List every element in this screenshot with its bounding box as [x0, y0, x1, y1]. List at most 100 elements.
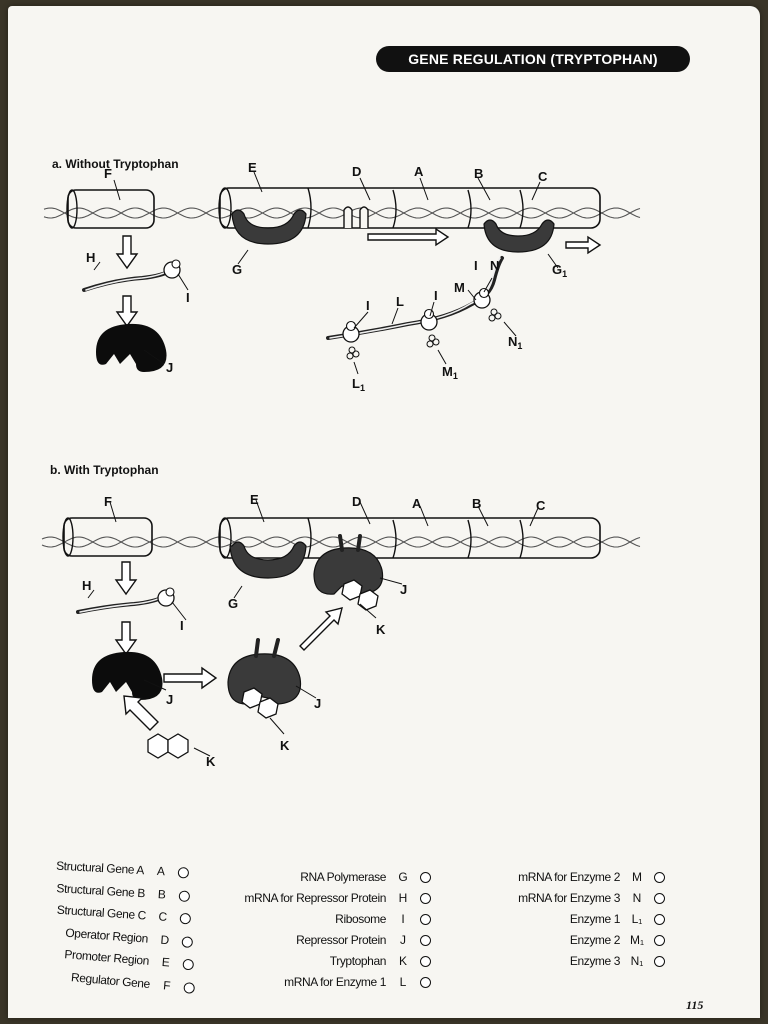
page-number: 115	[686, 998, 704, 1012]
legend-row: Ribosome I	[226, 912, 431, 926]
gene-regulation-diagram: a. Without Tryptophan	[41, 157, 641, 769]
label-h-b: H	[82, 578, 91, 593]
answer-bubble[interactable]	[420, 913, 431, 925]
label-m: M	[454, 280, 465, 295]
legend-row: Enzyme 1 L₁	[478, 912, 665, 926]
dna-strand-a	[43, 207, 641, 219]
legend-code: M₁	[629, 933, 645, 947]
legend-row: mRNA for Enzyme 1 L	[226, 975, 431, 989]
label-n: N	[490, 258, 499, 273]
enzyme-chain-n1	[488, 308, 502, 322]
transcription-arrow-f-b	[114, 561, 138, 596]
answer-bubble[interactable]	[654, 871, 665, 883]
answer-bubble[interactable]	[420, 934, 431, 946]
binding-arrow	[163, 666, 218, 690]
answer-bubble[interactable]	[178, 889, 191, 902]
section-a-title: a. Without Tryptophan	[52, 157, 179, 171]
enzyme-chain-l1	[346, 346, 360, 360]
label-k-b2: K	[280, 738, 290, 753]
regulator-gene-cylinder	[66, 189, 155, 229]
tryptophan-arrow	[123, 695, 159, 731]
legend-code: E	[161, 954, 171, 970]
repressor-active-bound	[313, 534, 384, 611]
answer-bubble[interactable]	[654, 892, 665, 904]
legend-code: G	[398, 870, 408, 884]
label-f-a: F	[104, 166, 112, 181]
legend-name: RNA Polymerase	[300, 870, 386, 884]
legend-code: I	[401, 912, 405, 926]
legend-name: Enzyme 3	[569, 954, 621, 968]
legend-code: F	[162, 977, 172, 993]
ribosome-m	[420, 308, 438, 331]
label-l: L	[396, 294, 404, 309]
answer-bubble[interactable]	[654, 934, 665, 946]
legend-row: Enzyme 2 M₁	[478, 933, 665, 947]
label-c-b: C	[536, 498, 546, 513]
label-j-b3: J	[314, 696, 321, 711]
ribosome-i-b	[157, 587, 175, 607]
label-i-b: I	[180, 618, 184, 633]
answer-bubble[interactable]	[420, 976, 431, 988]
legend-row: Enzyme 3 N₁	[478, 954, 665, 968]
answer-bubble[interactable]	[179, 912, 192, 925]
legend-code: A	[156, 863, 166, 879]
legend-name: mRNA for Enzyme 1	[284, 975, 386, 989]
label-a-b: A	[412, 496, 422, 511]
label-i-a: I	[186, 290, 190, 305]
enzyme-chain-m1	[426, 334, 440, 348]
operator-notch	[343, 206, 369, 228]
label-g1: G1	[552, 262, 567, 279]
translation-arrow-a	[115, 295, 139, 328]
operator-binding-arrow	[299, 607, 343, 651]
label-b-b: B	[472, 496, 481, 511]
label-h-a: H	[86, 250, 95, 265]
label-k-b1: K	[376, 622, 386, 637]
legend-code: C	[158, 909, 169, 924]
label-j-a: J	[166, 360, 173, 375]
label-g-b: G	[228, 596, 238, 611]
label-d-a: D	[352, 164, 361, 179]
legend-name: Ribosome	[335, 912, 386, 926]
label-a-a: A	[414, 164, 424, 179]
label-b-a: B	[474, 166, 483, 181]
legend-name: mRNA for Repressor Protein	[244, 891, 386, 905]
ribosome-i-a	[163, 259, 181, 279]
transcription-arrow-2	[565, 235, 602, 255]
page-title: GENE REGULATION (TRYPTOPHAN)	[376, 46, 690, 72]
answer-bubble[interactable]	[182, 958, 195, 970]
legend-code: D	[159, 932, 170, 947]
repressor-protein-inactive-a	[96, 323, 167, 372]
label-e-b: E	[250, 492, 259, 507]
label-i-m: I	[434, 288, 438, 303]
legend-name: Enzyme 1	[569, 912, 621, 926]
legend-code: N₁	[630, 954, 644, 968]
answer-bubble[interactable]	[420, 955, 431, 967]
label-i-n: I	[474, 258, 478, 273]
rna-polymerase-blocked	[229, 541, 307, 579]
label-f-b: F	[104, 494, 112, 509]
legend-code: L	[399, 975, 407, 989]
legend-name: Enzyme 2	[569, 933, 621, 947]
answer-bubble[interactable]	[654, 913, 665, 925]
legend-name: mRNA for Enzyme 2	[518, 870, 620, 884]
label-m1: M1	[442, 364, 458, 381]
operon-cylinder-b	[218, 517, 601, 559]
legend-code: J	[400, 933, 406, 947]
answer-bubble[interactable]	[181, 935, 193, 948]
label-c-a: C	[538, 169, 548, 184]
legend-code: L₁	[631, 912, 643, 926]
transcription-arrow-1	[367, 227, 450, 247]
label-j-b1: J	[166, 692, 173, 707]
answer-bubble[interactable]	[183, 981, 196, 993]
legend-name: Tryptophan	[329, 954, 387, 968]
answer-bubble[interactable]	[420, 892, 431, 904]
answer-bubble[interactable]	[177, 866, 190, 879]
answer-bubble[interactable]	[420, 871, 431, 883]
repressor-active-free	[227, 638, 302, 719]
answer-bubble[interactable]	[654, 955, 665, 967]
worksheet-page: GENE REGULATION (TRYPTOPHAN) a. Without …	[8, 6, 760, 1018]
